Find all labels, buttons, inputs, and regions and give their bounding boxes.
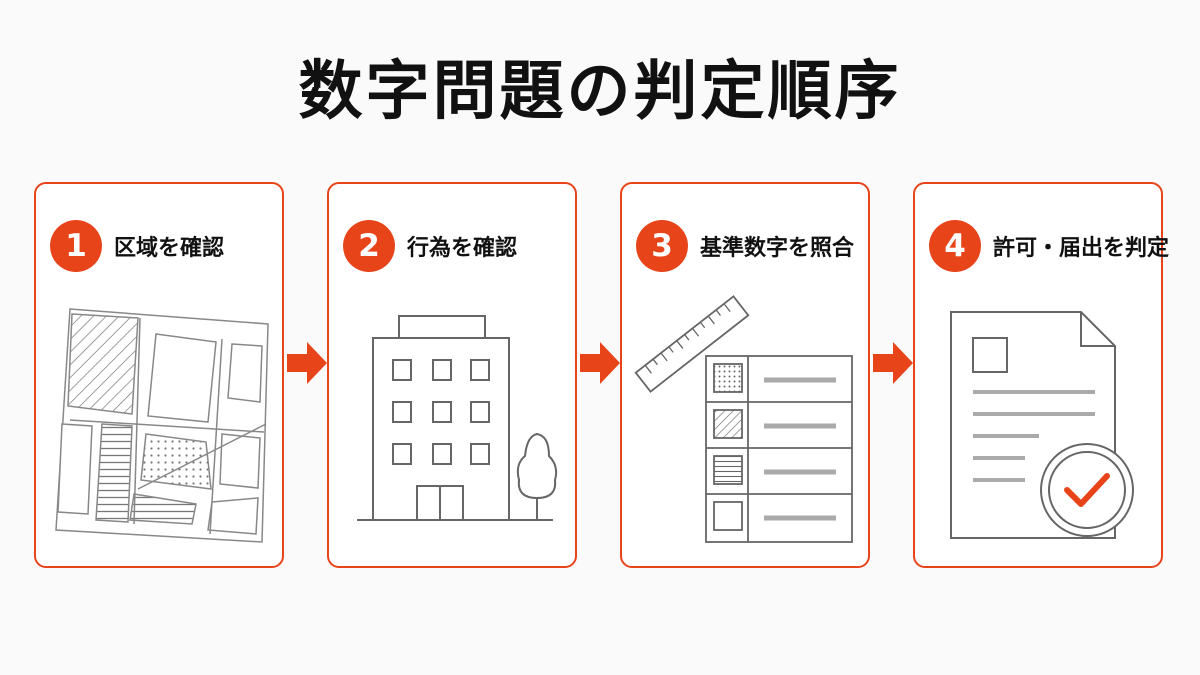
step-number-badge: 2 — [343, 220, 395, 272]
building-icon — [357, 315, 558, 521]
step-number-badge: 1 — [50, 220, 102, 272]
flow-arrow — [873, 340, 913, 386]
flow-arrow — [287, 340, 327, 386]
step-card-1: 1 区域を確認 — [34, 182, 284, 568]
step-card-2: 2 行為を確認 — [327, 182, 577, 568]
page-title: 数字問題の判定順序 — [298, 55, 902, 129]
step-card-4: 4 許可・届出を判定 — [913, 182, 1169, 568]
ruler-table-icon — [634, 295, 853, 543]
step-label: 許可・届出を判定 — [993, 236, 1170, 261]
zoning-map-icon — [55, 308, 269, 543]
flow-arrow — [580, 340, 620, 386]
document-check-icon — [950, 311, 1134, 539]
step-number-badge: 3 — [636, 220, 688, 272]
step-card-3: 3 基準数字を照合 — [620, 182, 870, 568]
step-label: 基準数字を照合 — [700, 236, 855, 261]
step-label: 行為を確認 — [407, 236, 518, 261]
step-label: 区域を確認 — [114, 236, 225, 261]
step-number-badge: 4 — [929, 220, 981, 272]
